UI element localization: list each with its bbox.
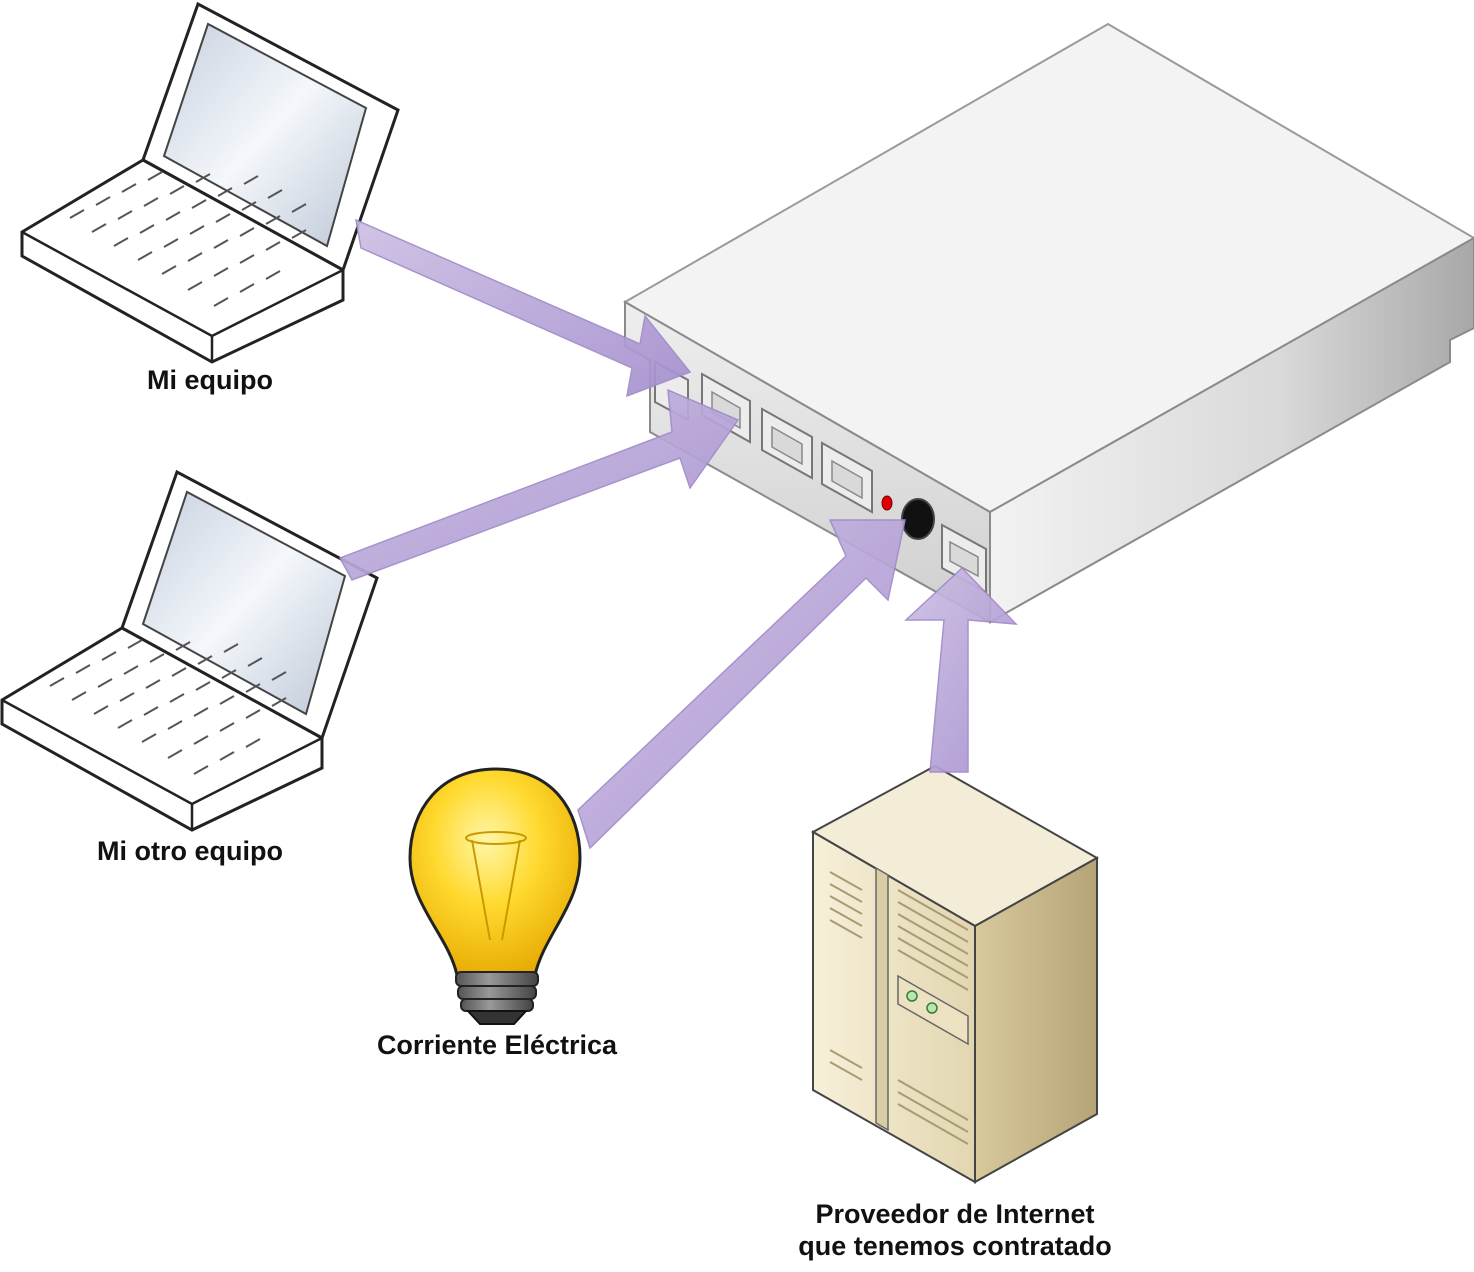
server-led — [926, 1002, 938, 1014]
label-mi-equipo: Mi equipo — [147, 365, 273, 395]
label-corriente-electrica: Corriente Eléctrica — [376, 1030, 618, 1060]
connection-arrow-isp — [904, 566, 1018, 773]
power-jack — [901, 498, 935, 540]
light-bulb-icon — [408, 767, 582, 1025]
router-port — [761, 407, 813, 480]
keyboard — [69, 171, 307, 307]
label-mi-otro-equipo: Mi otro equipo — [97, 836, 283, 866]
label-isp-line1: Proveedor de Internet — [815, 1199, 1095, 1229]
connection-arrow-power — [577, 519, 906, 850]
status-led — [881, 495, 893, 511]
keyboard — [49, 639, 287, 775]
label-proveedor-internet: Proveedor de Internet que tenemos contra… — [760, 1198, 1150, 1263]
server-icon — [810, 764, 1100, 1184]
laptop-icon — [0, 469, 379, 832]
laptop-icon — [20, 1, 400, 364]
server-led — [906, 990, 918, 1002]
router-icon — [622, 22, 1474, 624]
connection-arrow-laptop1 — [355, 218, 692, 398]
router-port — [821, 441, 873, 514]
connection-arrow-laptop2 — [338, 388, 740, 581]
bulb-base — [455, 971, 539, 1025]
label-isp-line2: que tenemos contratado — [798, 1231, 1112, 1262]
